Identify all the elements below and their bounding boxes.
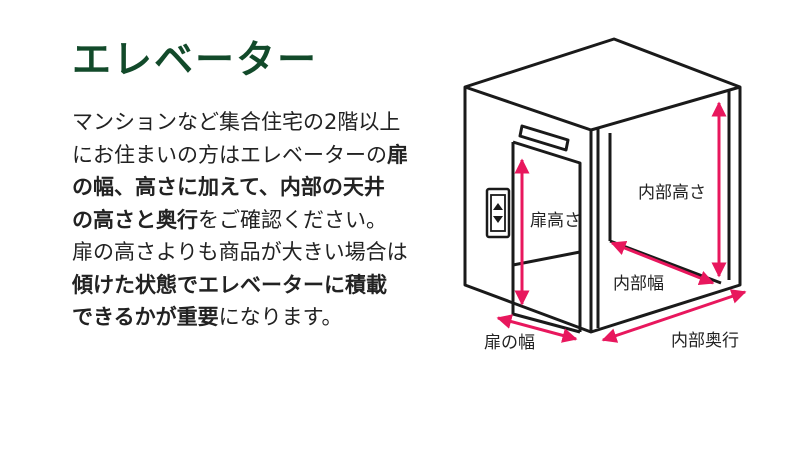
interior-width-label: 内部幅 xyxy=(613,274,664,294)
interior-depth-arrow xyxy=(601,289,747,343)
call-button-panel xyxy=(485,187,511,239)
emphasis-text: の高さと奥行 xyxy=(72,207,198,232)
door-height-label: 扉高さ xyxy=(530,211,581,231)
description-line: マンションなど集合住宅の2階以上 xyxy=(72,110,401,134)
measurement-arrows xyxy=(496,101,747,343)
call-button-inner xyxy=(490,194,506,232)
description-line: 扉の高さよりも商品が大きい場合は xyxy=(72,240,408,264)
page-title: エレベーター xyxy=(72,38,319,83)
door-width-arrow xyxy=(496,314,578,343)
up-arrow-icon xyxy=(493,203,503,210)
emphasis-text: できるかが重要 xyxy=(72,305,219,329)
down-arrow-icon xyxy=(493,216,503,223)
description-line: できるかが重要になります。 xyxy=(72,305,343,329)
interior-height-label: 内部高さ xyxy=(638,183,706,203)
door-sign-plate xyxy=(518,124,570,152)
description-text: マンションなど集合住宅の2階以上 にお住まいの方はエレベーターの扉 の幅、高さに… xyxy=(72,106,432,334)
top-front-edge xyxy=(464,85,741,132)
box-outer-outline xyxy=(463,37,742,334)
description-line: の高さと奥行をご確認ください。 xyxy=(72,207,387,232)
emphasis-text: 扉 xyxy=(387,142,408,167)
interior-depth-label: 内部奥行 xyxy=(671,331,739,351)
interior-width-arrow xyxy=(610,240,715,286)
emphasis-text: の幅、高さに加えて、内部の天井 xyxy=(72,175,385,199)
description-line: の幅、高さに加えて、内部の天井 xyxy=(72,171,432,204)
door-width-label: 扉の幅 xyxy=(484,333,535,353)
elevator-up-down-icon xyxy=(485,187,511,239)
description-line: 傾けた状態でエレベーターに積載 xyxy=(72,269,432,302)
description-line: にお住まいの方はエレベーターの扉 xyxy=(72,142,408,167)
emphasis-text: 傾けた状態でエレベーターに積載 xyxy=(72,272,387,297)
